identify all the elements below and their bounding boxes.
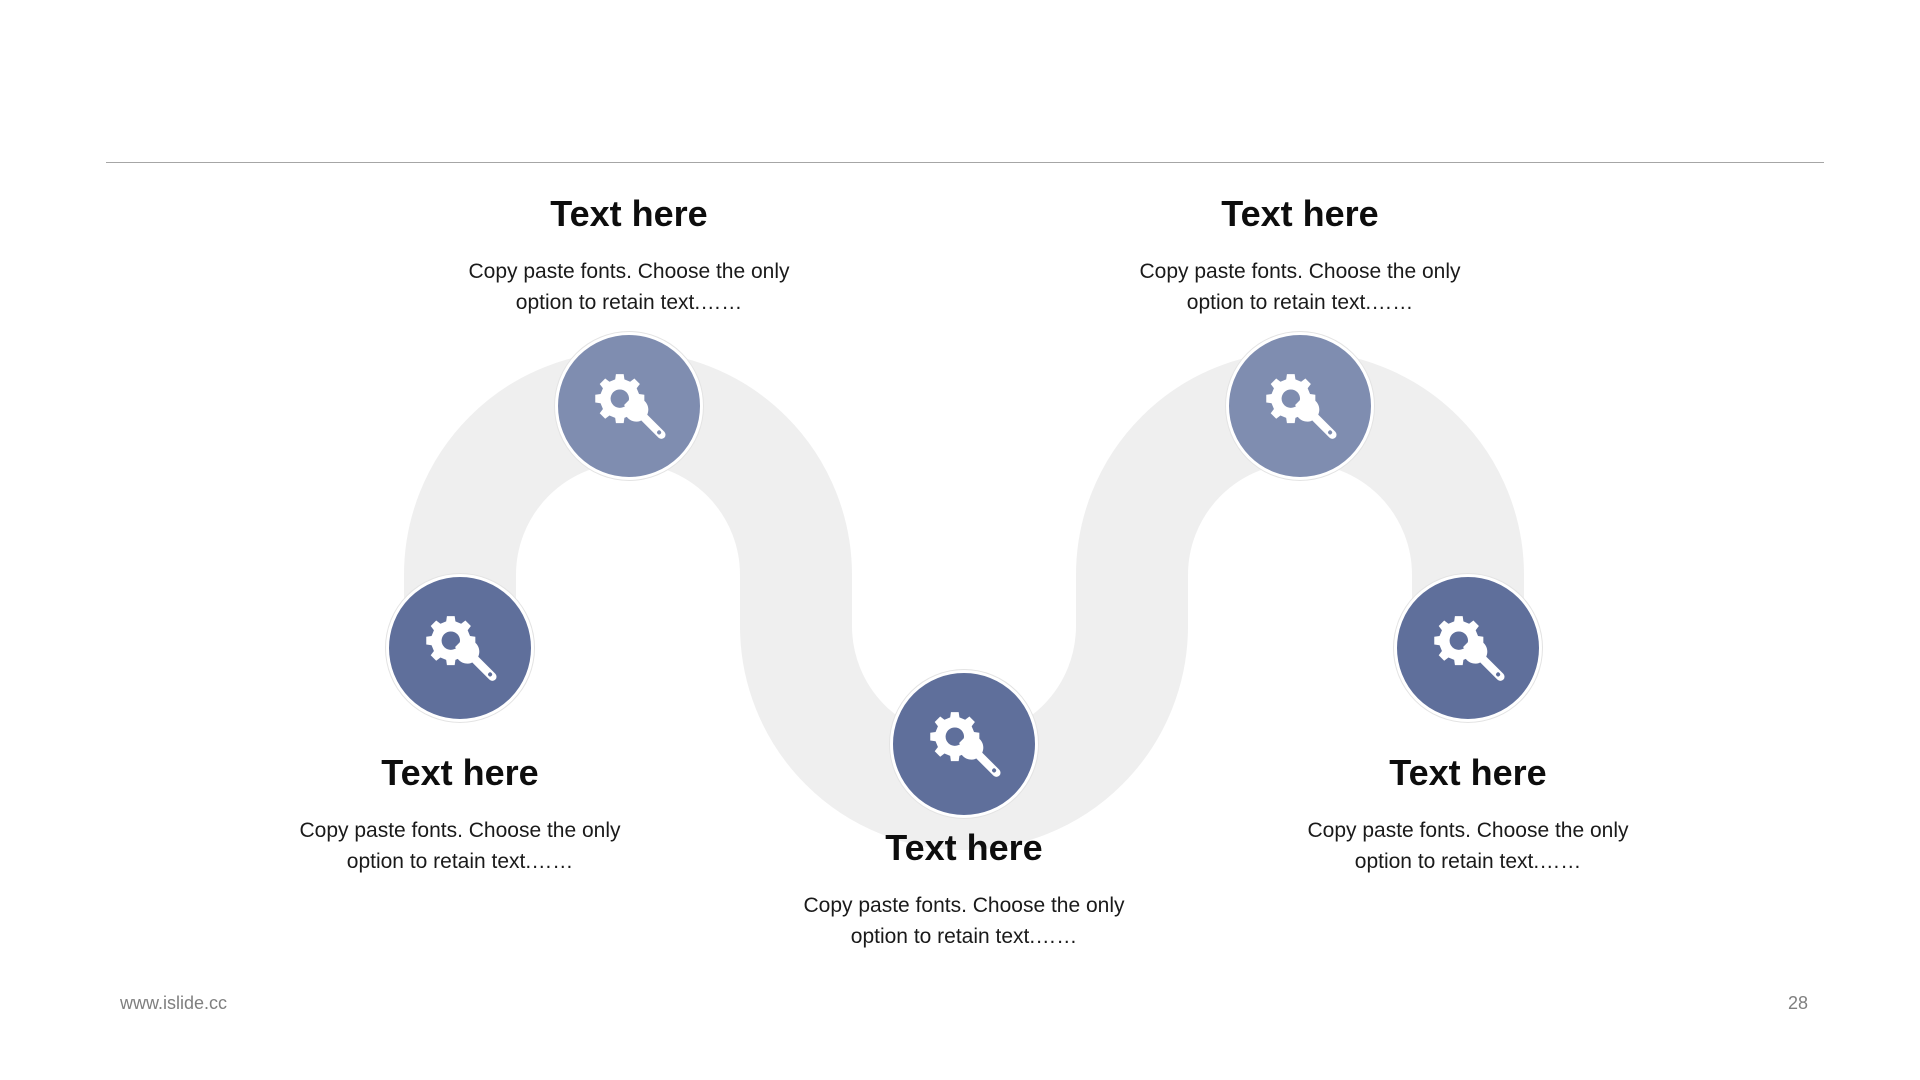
step-1-description: Copy paste fonts. Choose the only option… xyxy=(270,815,650,877)
step-4-desc-line1: Copy paste fonts. Choose the only xyxy=(1139,260,1461,283)
footer-website: www.islide.cc xyxy=(120,993,228,1013)
step-3-description: Copy paste fonts. Choose the only option… xyxy=(774,890,1154,952)
step-3-title: Text here xyxy=(885,827,1043,868)
step-4-node xyxy=(1226,332,1374,480)
gear-wrench-icon xyxy=(595,374,668,441)
gear-wrench-icon xyxy=(426,616,499,683)
step-5-description: Copy paste fonts. Choose the only option… xyxy=(1278,815,1658,877)
step-3-desc-line1: Copy paste fonts. Choose the only xyxy=(803,894,1125,917)
step-5-desc-line2: option to retain text.…… xyxy=(1354,850,1582,873)
step-4-title: Text here xyxy=(1221,193,1379,234)
step-1-node xyxy=(386,574,534,722)
step-1-desc-line2: option to retain text.…… xyxy=(346,850,574,873)
step-5-desc-line1: Copy paste fonts. Choose the only xyxy=(1307,819,1629,842)
step-2-title: Text here xyxy=(550,193,708,234)
gear-wrench-icon xyxy=(930,712,1003,779)
step-2-node xyxy=(555,332,703,480)
gear-wrench-icon xyxy=(1266,374,1339,441)
step-4-desc-line2: option to retain text.…… xyxy=(1186,291,1414,314)
page-number: 28 xyxy=(1787,993,1808,1013)
step-4-description: Copy paste fonts. Choose the only option… xyxy=(1110,256,1490,318)
step-1-desc-line1: Copy paste fonts. Choose the only xyxy=(299,819,621,842)
gear-wrench-icon xyxy=(1434,616,1507,683)
step-5-node xyxy=(1394,574,1542,722)
step-2-desc-line2: option to retain text.…… xyxy=(515,291,743,314)
top-divider-line xyxy=(106,162,1824,163)
step-3-desc-line2: option to retain text.…… xyxy=(850,925,1078,948)
step-5-title: Text here xyxy=(1389,752,1547,793)
step-3-node xyxy=(890,670,1038,818)
step-2-description: Copy paste fonts. Choose the only option… xyxy=(439,256,819,318)
step-1-title: Text here xyxy=(381,752,539,793)
step-2-desc-line1: Copy paste fonts. Choose the only xyxy=(468,260,790,283)
